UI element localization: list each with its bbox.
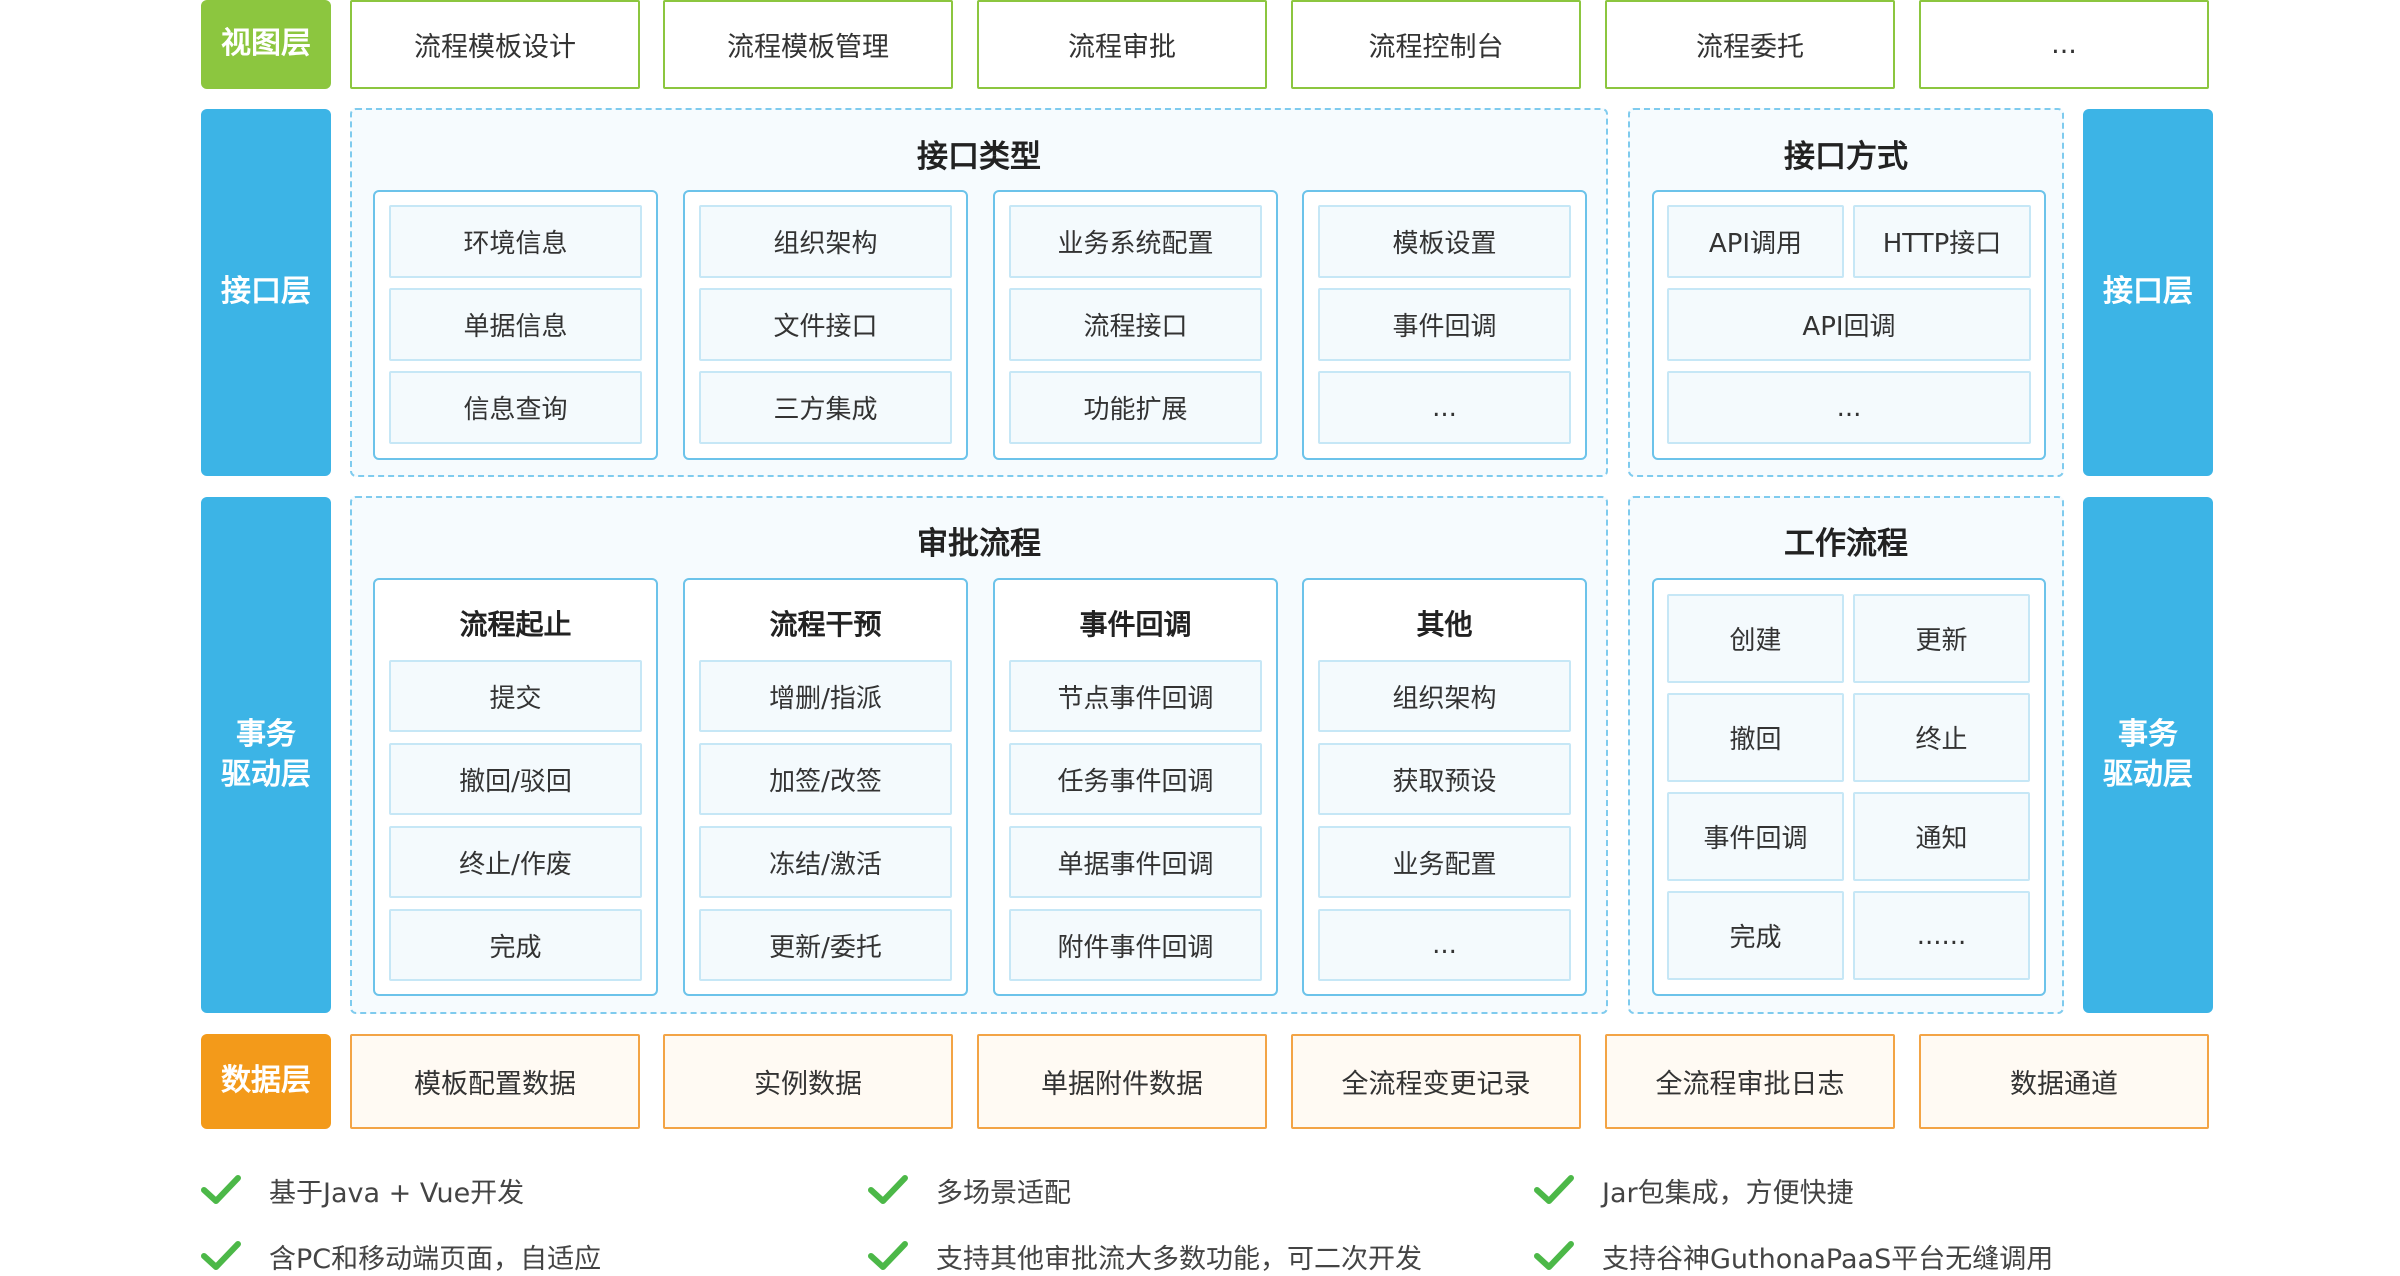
interface-type-item: 模板设置 bbox=[1318, 205, 1571, 278]
view-item: ... bbox=[1919, 0, 2209, 89]
interface-type-item: 信息查询 bbox=[389, 371, 642, 444]
method-api-callback: API回调 bbox=[1667, 288, 2031, 361]
data-item: 全流程变更记录 bbox=[1291, 1034, 1581, 1129]
feature-item: 含PC和移动端页面，自适应 bbox=[201, 1236, 601, 1276]
data-item: 模板配置数据 bbox=[350, 1034, 640, 1129]
interface-type-item: 流程接口 bbox=[1009, 288, 1262, 361]
data-item: 实例数据 bbox=[663, 1034, 953, 1129]
interface-types-title: 接口类型 bbox=[917, 138, 1041, 175]
interface-layer-label-left: 接口层 bbox=[201, 109, 331, 476]
interface-type-item: 环境信息 bbox=[389, 205, 642, 278]
approval-item: 单据事件回调 bbox=[1009, 826, 1262, 898]
approval-item: 完成 bbox=[389, 909, 642, 981]
approval-item: 加签/改签 bbox=[699, 743, 952, 815]
interface-type-item: 三方集成 bbox=[699, 371, 952, 444]
interface-type-item: 单据信息 bbox=[389, 288, 642, 361]
check-icon bbox=[1534, 1241, 1574, 1270]
feature-text: 支持谷神GuthonaPaaS平台无缝调用 bbox=[1602, 1243, 2054, 1275]
approval-item: ... bbox=[1318, 909, 1571, 981]
approval-item: 节点事件回调 bbox=[1009, 660, 1262, 732]
check-icon bbox=[868, 1175, 908, 1204]
workflow-item: 创建 bbox=[1667, 594, 1844, 683]
feature-item: 基于Java + Vue开发 bbox=[201, 1170, 524, 1210]
view-item: 流程委托 bbox=[1605, 0, 1895, 89]
feature-text: 支持其他审批流大多数功能，可二次开发 bbox=[936, 1243, 1422, 1275]
workflow-item: ...... bbox=[1853, 891, 2030, 980]
data-item: 数据通道 bbox=[1919, 1034, 2209, 1129]
approval-column-title: 流程干预 bbox=[769, 608, 882, 641]
approval-item: 附件事件回调 bbox=[1009, 909, 1262, 981]
workflow-item: 撤回 bbox=[1667, 693, 1844, 782]
interface-type-item: 事件回调 bbox=[1318, 288, 1571, 361]
interface-type-item: 文件接口 bbox=[699, 288, 952, 361]
feature-text: 基于Java + Vue开发 bbox=[269, 1177, 525, 1209]
method-more: ... bbox=[1667, 371, 2031, 444]
method-api-call: API调用 bbox=[1667, 205, 1844, 278]
view-item: 流程模板设计 bbox=[350, 0, 640, 89]
approval-item: 任务事件回调 bbox=[1009, 743, 1262, 815]
data-item: 单据附件数据 bbox=[977, 1034, 1267, 1129]
approval-item: 终止/作废 bbox=[389, 826, 642, 898]
check-icon bbox=[201, 1175, 241, 1204]
approval-item: 撤回/驳回 bbox=[389, 743, 642, 815]
check-icon bbox=[1534, 1175, 1574, 1204]
method-http-interface: HTTP接口 bbox=[1853, 205, 2031, 278]
interface-type-item: 组织架构 bbox=[699, 205, 952, 278]
data-layer-label: 数据层 bbox=[201, 1034, 331, 1129]
approval-process-title: 审批流程 bbox=[917, 525, 1041, 562]
interface-layer-label-right: 接口层 bbox=[2083, 109, 2213, 476]
approval-column-title: 其他 bbox=[1416, 608, 1473, 641]
workflow-item: 更新 bbox=[1853, 594, 2030, 683]
check-icon bbox=[201, 1241, 241, 1270]
workflow-title: 工作流程 bbox=[1784, 525, 1908, 562]
interface-type-item: 业务系统配置 bbox=[1009, 205, 1262, 278]
data-item: 全流程审批日志 bbox=[1605, 1034, 1895, 1129]
approval-item: 冻结/激活 bbox=[699, 826, 952, 898]
interface-type-item: 功能扩展 bbox=[1009, 371, 1262, 444]
view-item: 流程审批 bbox=[977, 0, 1267, 89]
approval-column-title: 流程起止 bbox=[459, 608, 572, 641]
workflow-item: 事件回调 bbox=[1667, 792, 1844, 881]
workflow-item: 完成 bbox=[1667, 891, 1844, 980]
feature-text: 多场景适配 bbox=[936, 1177, 1071, 1209]
affair-layer-label-right: 事务 驱动层 bbox=[2083, 497, 2213, 1013]
approval-item: 更新/委托 bbox=[699, 909, 952, 981]
view-item: 流程控制台 bbox=[1291, 0, 1581, 89]
approval-item: 业务配置 bbox=[1318, 826, 1571, 898]
affair-layer-label-left: 事务 驱动层 bbox=[201, 497, 331, 1013]
approval-item: 组织架构 bbox=[1318, 660, 1571, 732]
check-icon bbox=[868, 1241, 908, 1270]
approval-column-title: 事件回调 bbox=[1079, 608, 1192, 641]
view-layer-label: 视图层 bbox=[201, 0, 331, 89]
feature-item: 支持其他审批流大多数功能，可二次开发 bbox=[868, 1236, 1422, 1276]
feature-text: 含PC和移动端页面，自适应 bbox=[269, 1243, 602, 1275]
interface-methods-title: 接口方式 bbox=[1784, 138, 1908, 175]
approval-item: 获取预设 bbox=[1318, 743, 1571, 815]
feature-item: 多场景适配 bbox=[868, 1170, 1071, 1210]
workflow-item: 终止 bbox=[1853, 693, 2030, 782]
approval-item: 增删/指派 bbox=[699, 660, 952, 732]
view-item: 流程模板管理 bbox=[663, 0, 953, 89]
workflow-item: 通知 bbox=[1853, 792, 2030, 881]
approval-item: 提交 bbox=[389, 660, 642, 732]
interface-type-item: ... bbox=[1318, 371, 1571, 444]
feature-item: 支持谷神GuthonaPaaS平台无缝调用 bbox=[1534, 1236, 2053, 1276]
feature-item: Jar包集成，方便快捷 bbox=[1534, 1170, 1854, 1210]
feature-text: Jar包集成，方便快捷 bbox=[1602, 1177, 1854, 1209]
